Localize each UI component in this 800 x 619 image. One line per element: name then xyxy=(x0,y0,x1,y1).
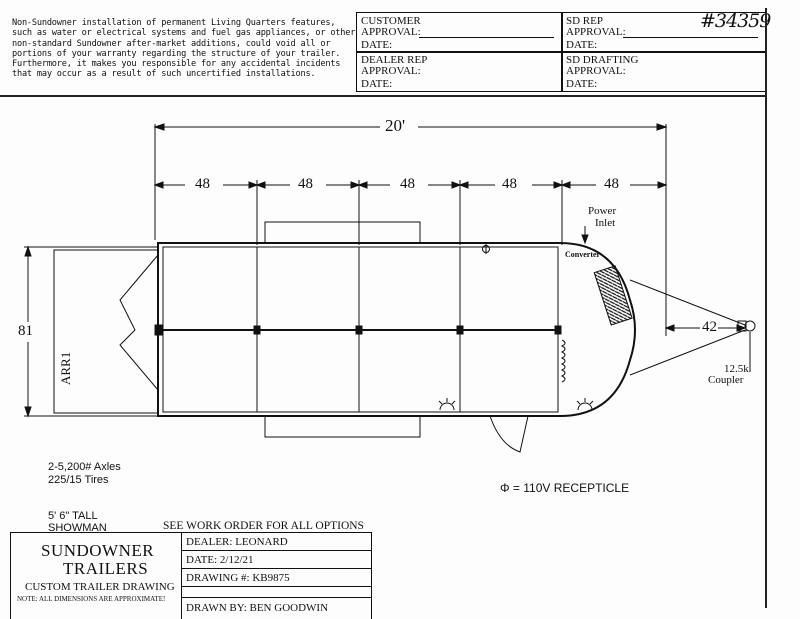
section-3-label: 48 xyxy=(400,176,415,192)
trailer-body xyxy=(157,242,636,417)
customer-approval-line xyxy=(419,37,554,38)
overall-arrow-left xyxy=(153,123,165,131)
power-inlet-label-1: Power xyxy=(588,205,617,217)
height-spec: 5' 6" TALL xyxy=(48,510,98,522)
section-4-label: 48 xyxy=(502,176,517,192)
company-name-1: SUNDOWNER xyxy=(41,541,155,560)
customer-approval-label-1: CUSTOMER xyxy=(361,15,421,27)
work-order-note: SEE WORK ORDER FOR ALL OPTIONS xyxy=(163,520,364,532)
axles-spec: 2-5,200# Axles xyxy=(48,461,121,473)
tongue-label: 42 xyxy=(702,319,717,335)
sd-rep-approval-line xyxy=(623,37,758,38)
coupler-ball xyxy=(744,320,756,332)
title-block: SUNDOWNER TRAILERS CUSTOM TRAILER DRAWIN… xyxy=(10,532,372,619)
section-1-label: 48 xyxy=(195,176,210,192)
date-field: DATE: 2/12/21 xyxy=(182,551,371,569)
dealer-approval-label-1: DEALER REP xyxy=(361,54,428,66)
sd-drafting-label-1: SD DRAFTING xyxy=(566,54,639,66)
rear-doors xyxy=(119,254,159,391)
company-name-2: TRAILERS xyxy=(63,559,149,578)
nose-vent xyxy=(593,265,633,326)
coupler-label-1: 12.5k xyxy=(724,363,749,375)
header-rule xyxy=(0,95,766,97)
converter-label: Converter xyxy=(565,250,601,259)
sd-rep-label-1: SD REP xyxy=(566,15,603,27)
right-border xyxy=(765,8,767,608)
dome-light-2 xyxy=(577,402,593,411)
rear-ramp xyxy=(53,249,159,414)
coupler-label-2: Coupler xyxy=(708,374,744,386)
drawn-by-field: DRAWN BY: BEN GOODWIN xyxy=(182,597,371,617)
receptacle-legend-text: = 110V RECEPTICLE xyxy=(512,481,630,495)
approx-note: NOTE: ALL DIMENSIONS ARE APPROXIMATE! xyxy=(17,595,166,603)
receptacle-legend-symbol: Φ xyxy=(500,481,510,495)
drawing-number-field: DRAWING #: KB9875 xyxy=(182,569,371,587)
width-label: 81 xyxy=(18,323,33,339)
coupler-body xyxy=(737,320,747,332)
drawing-type: CUSTOM TRAILER DRAWING xyxy=(25,581,175,593)
dealer-date-label: DATE: xyxy=(361,78,393,90)
sd-rep-date-label: DATE: xyxy=(566,39,598,51)
receptacle-legend: Φ = 110V RECEPTICLE xyxy=(500,482,629,495)
model-spec: SHOWMAN xyxy=(48,522,107,534)
serial-number: #34359 xyxy=(700,10,771,32)
bottom-side-feature xyxy=(264,415,421,438)
approval-divider-horizontal xyxy=(357,51,765,53)
sd-rep-label-2: APPROVAL: xyxy=(566,26,626,38)
sd-drafting-date-label: DATE: xyxy=(566,78,598,90)
dealer-approval-label-2: APPROVAL: xyxy=(361,65,421,77)
sd-drafting-label-2: APPROVAL: xyxy=(566,65,626,77)
section-5-label: 48 xyxy=(604,176,619,192)
dome-light-1 xyxy=(439,402,455,411)
dealer-field: DEALER: LEONARD xyxy=(182,533,371,551)
top-side-feature xyxy=(264,221,421,244)
a-frame-tongue xyxy=(629,279,746,376)
overall-arrow-right xyxy=(656,123,668,131)
customer-approval-label-2: APPROVAL: xyxy=(361,26,421,38)
tires-spec: 225/15 Tires xyxy=(48,474,109,486)
side-door-swing xyxy=(489,415,529,453)
approval-block: CUSTOMER APPROVAL: DATE: DEALER REP APPR… xyxy=(356,12,766,92)
customer-date-label: DATE: xyxy=(361,39,393,51)
power-inlet-label-2: Inlet xyxy=(595,217,616,229)
warranty-disclaimer: Non-Sundowner installation of permanent … xyxy=(12,18,356,80)
overall-length-label: 20' xyxy=(385,116,406,135)
title-block-company: SUNDOWNER TRAILERS CUSTOM TRAILER DRAWIN… xyxy=(11,533,182,619)
ramp-label: ARR1 xyxy=(58,351,73,385)
section-2-label: 48 xyxy=(298,176,313,192)
tack-hooks xyxy=(560,339,566,383)
